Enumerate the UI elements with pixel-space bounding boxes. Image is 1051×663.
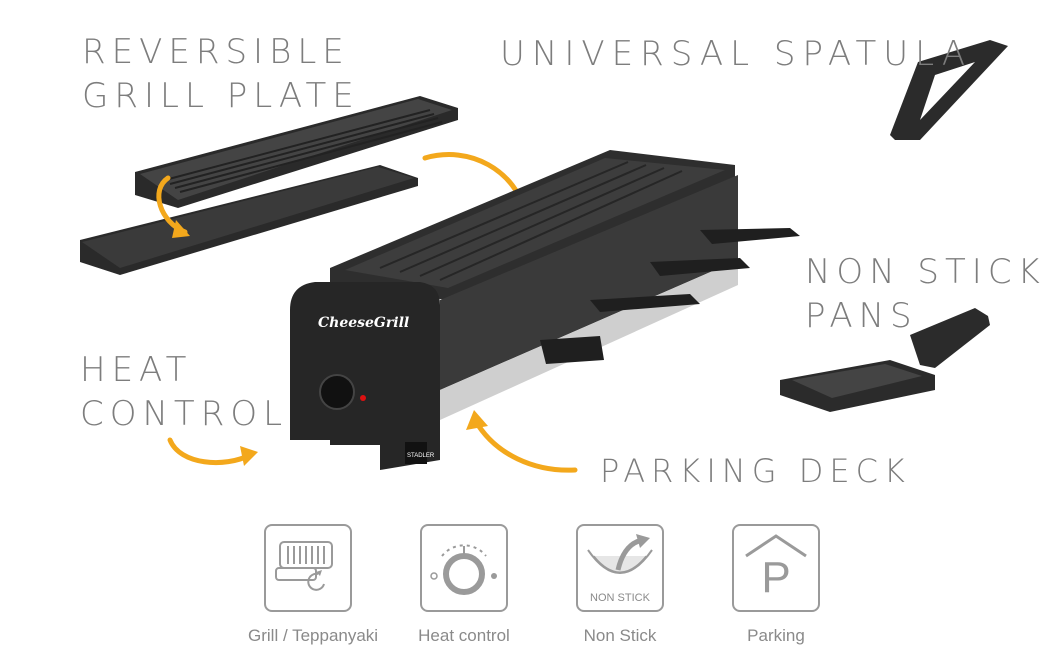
reversible-label-line-1: Reversible: [82, 32, 350, 72]
raclette-grill: [290, 150, 800, 470]
feature-label-heat-control: Heat control: [418, 626, 510, 645]
feature-label-non-stick: Non Stick: [583, 626, 657, 645]
parking-badge-letter: P: [761, 553, 791, 602]
non-stick-icon: NON STICK: [576, 524, 664, 612]
feature-label-grill-teppanyaki: Grill / Teppanyaki: [248, 626, 379, 645]
heat-label-line-1: Heat: [80, 350, 193, 390]
parking-deck-arrow: [472, 417, 578, 473]
heat-label-line-2: Control: [80, 394, 289, 434]
reversible-grill-plates: [80, 96, 458, 275]
parking-icon: P: [732, 524, 820, 612]
maker-logo: STADLER: [407, 453, 435, 459]
non-stick-badge-text: NON STICK: [590, 592, 650, 604]
feature-grill-teppanyaki: Grill / Teppanyaki: [248, 524, 379, 646]
feature-non-stick: NON STICK Non Stick: [560, 524, 680, 646]
feature-parking: P Parking: [716, 524, 836, 646]
spatula-illustration: [890, 40, 1008, 140]
universal-spatula-label: Universal Spatula: [500, 34, 973, 74]
non-stick-pans-label: Non Stick Pans: [805, 250, 1046, 338]
non-stick-pan-illustration: [780, 308, 990, 412]
reversible-label-line-2: Grill Plate: [82, 76, 360, 116]
feature-heat-control: Heat control: [404, 524, 524, 646]
non-stick-label-line-2: Pans: [805, 296, 918, 336]
heat-control-arrow: [167, 437, 253, 466]
heat-control-label: Heat Control: [80, 348, 288, 436]
reversible-grill-plate-label: Reversible Grill Plate: [82, 30, 360, 118]
brand-logo: CheeseGrill: [318, 315, 409, 331]
feature-label-parking: Parking: [747, 626, 805, 645]
non-stick-label-line-1: Non Stick: [805, 252, 1046, 292]
heat-control-icon: [420, 524, 508, 612]
parking-deck-label: Parking Deck: [600, 452, 911, 490]
grill-teppanyaki-icon: [264, 524, 352, 612]
